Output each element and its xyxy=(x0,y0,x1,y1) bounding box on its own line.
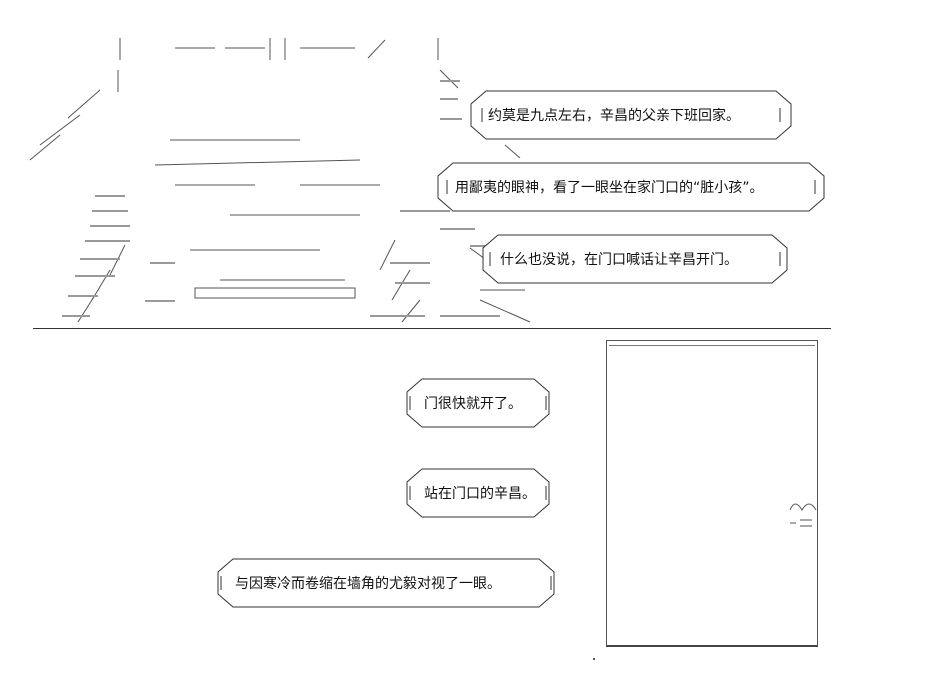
door xyxy=(606,340,818,647)
speech-bubble: 用鄙夷的眼神，看了一眼坐在家门口的“脏小孩”。 xyxy=(437,162,825,212)
bubble-text: 站在门口的辛昌。 xyxy=(424,486,536,502)
dot-mark xyxy=(593,658,595,660)
speech-bubble: 门很快就开了。 xyxy=(406,378,550,428)
bubble-outline xyxy=(470,90,792,140)
panel-divider xyxy=(33,328,831,329)
bubble-text: 什么也没说，在门口喊话让辛昌开门。 xyxy=(500,252,738,268)
bubble-outline xyxy=(406,468,550,518)
bubble-text: 门很快就开了。 xyxy=(424,396,522,412)
bubble-outline xyxy=(482,234,788,284)
bubble-text: 用鄙夷的眼神，看了一眼坐在家门口的“脏小孩”。 xyxy=(455,180,764,196)
bubble-outline xyxy=(406,378,550,428)
speech-bubble: 与因寒冷而卷缩在墙角的尤毅对视了一眼。 xyxy=(217,558,555,608)
bubble-text: 与因寒冷而卷缩在墙角的尤毅对视了一眼。 xyxy=(235,576,501,592)
speech-bubble: 约莫是九点左右，辛昌的父亲下班回家。 xyxy=(470,90,792,140)
speech-bubble: 什么也没说，在门口喊话让辛昌开门。 xyxy=(482,234,788,284)
bubble-text: 约莫是九点左右，辛昌的父亲下班回家。 xyxy=(488,108,740,124)
speech-bubble: 站在门口的辛昌。 xyxy=(406,468,550,518)
bubble-outline xyxy=(217,558,555,608)
bubble-outline xyxy=(437,162,825,212)
ascii-art-father-figure xyxy=(29,38,531,323)
